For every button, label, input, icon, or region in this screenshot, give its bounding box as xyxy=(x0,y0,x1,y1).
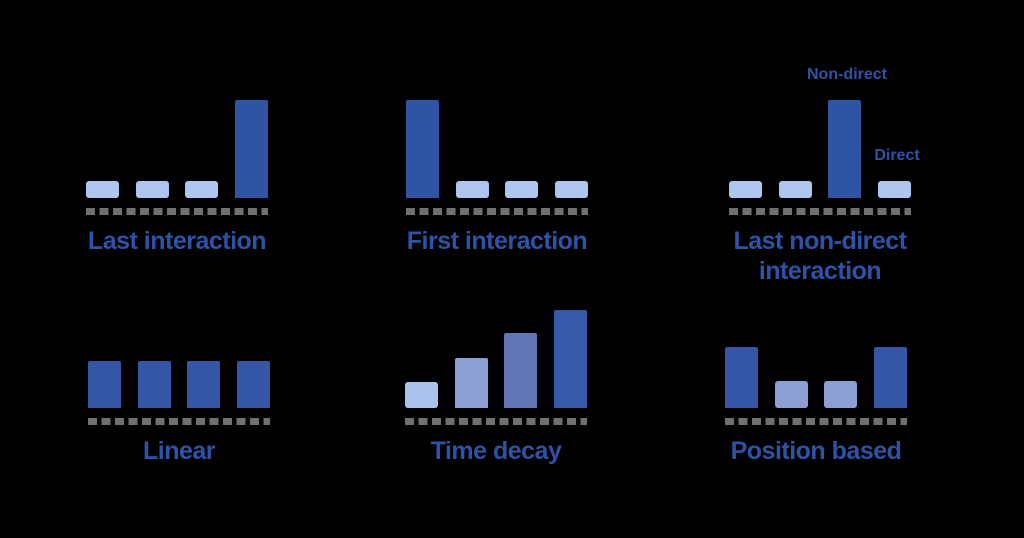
bar-touch-3 xyxy=(504,333,538,408)
bar-touch-4 xyxy=(554,181,588,198)
chart-title-line: Time decay xyxy=(430,437,562,465)
chart-title: Time decay xyxy=(405,436,587,466)
bar-touch-4 xyxy=(553,310,587,408)
chart-title-line: Position based xyxy=(730,437,902,465)
bar-touch-4 xyxy=(873,347,907,408)
chart-last-interaction: Last interaction xyxy=(86,100,268,256)
bar-touch-3 xyxy=(824,381,858,408)
bar-touch-1 xyxy=(725,347,758,408)
chart-title-line: Linear xyxy=(142,437,216,465)
bar-touch-3 xyxy=(187,361,221,408)
chart-title-line: First interaction xyxy=(406,227,588,255)
bar-touch-2 xyxy=(774,381,808,408)
bar-touch-4 xyxy=(877,181,911,198)
bar-group xyxy=(406,100,588,198)
bar-touch-3 xyxy=(505,181,539,198)
bar-group xyxy=(725,310,907,408)
bar-touch-2 xyxy=(137,361,171,408)
chart-title: Last interaction xyxy=(86,226,268,256)
direct-bar-label: Direct xyxy=(874,147,920,164)
bar-touch-2 xyxy=(778,181,812,198)
bar-touch-1 xyxy=(406,100,439,198)
bar-group xyxy=(729,100,911,198)
non-direct-bar-label: Non-direct xyxy=(807,66,887,83)
bar-group xyxy=(405,310,587,408)
bar-touch-1 xyxy=(405,382,438,408)
axis-dashed-line xyxy=(88,418,270,425)
axis-dashed-line xyxy=(406,208,588,215)
chart-first-interaction: First interaction xyxy=(406,100,588,256)
axis-dashed-line xyxy=(86,208,268,215)
bar-touch-1 xyxy=(88,361,121,408)
bar-touch-4 xyxy=(234,100,268,198)
axis-dashed-line xyxy=(725,418,907,425)
bar-touch-3 xyxy=(828,100,862,198)
bar-touch-3 xyxy=(185,181,219,198)
chart-title: Linear xyxy=(88,436,270,466)
chart-title-line: Last interaction xyxy=(87,227,267,255)
bar-touch-1 xyxy=(86,181,119,198)
chart-title-line: Last non-direct xyxy=(733,227,907,255)
chart-linear: Linear xyxy=(88,310,270,466)
bar-touch-2 xyxy=(135,181,169,198)
axis-dashed-line xyxy=(405,418,587,425)
bar-touch-2 xyxy=(454,358,488,408)
chart-title: Position based xyxy=(725,436,907,466)
bar-touch-4 xyxy=(236,361,270,408)
chart-title: First interaction xyxy=(406,226,588,256)
bar-touch-2 xyxy=(455,181,489,198)
bar-touch-1 xyxy=(729,181,762,198)
bar-group xyxy=(86,100,268,198)
axis-dashed-line xyxy=(729,208,911,215)
chart-title-line: interaction xyxy=(758,257,882,285)
bar-group xyxy=(88,310,270,408)
chart-time-decay: Time decay xyxy=(405,310,587,466)
chart-position-based: Position based xyxy=(725,310,907,466)
